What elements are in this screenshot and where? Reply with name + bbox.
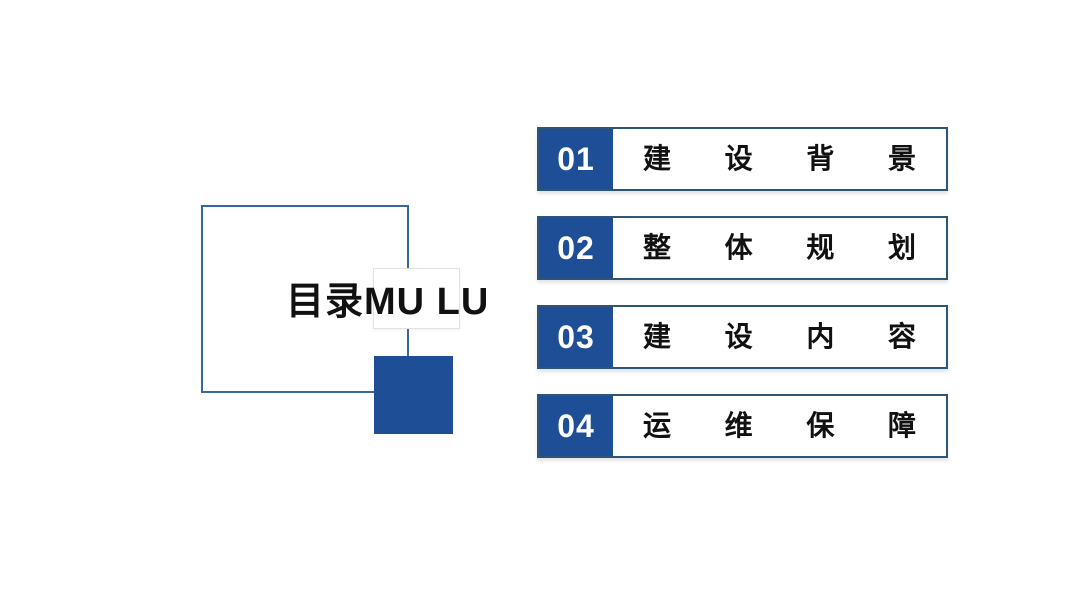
title-backdrop-box bbox=[373, 268, 460, 329]
toc-item-4-label: 运维保障 bbox=[643, 409, 916, 441]
toc-item-3-label: 建设内容 bbox=[643, 320, 916, 352]
toc-list: 01 建设背景 02 整体规划 03 建设内容 04 运维保障 bbox=[537, 127, 948, 458]
toc-item-3: 03 建设内容 bbox=[537, 305, 948, 369]
toc-item-4-number: 04 bbox=[539, 396, 613, 456]
toc-item-1-number: 01 bbox=[539, 129, 613, 189]
decor-solid-square bbox=[374, 356, 453, 434]
toc-item-2-number: 02 bbox=[539, 218, 613, 278]
toc-item-2: 02 整体规划 bbox=[537, 216, 948, 280]
toc-item-1-label: 建设背景 bbox=[643, 142, 916, 174]
page-title: 目录MU LU bbox=[286, 281, 490, 323]
toc-item-2-label: 整体规划 bbox=[643, 231, 916, 263]
toc-item-1: 01 建设背景 bbox=[537, 127, 948, 191]
toc-item-4: 04 运维保障 bbox=[537, 394, 948, 458]
toc-item-3-number: 03 bbox=[539, 307, 613, 367]
